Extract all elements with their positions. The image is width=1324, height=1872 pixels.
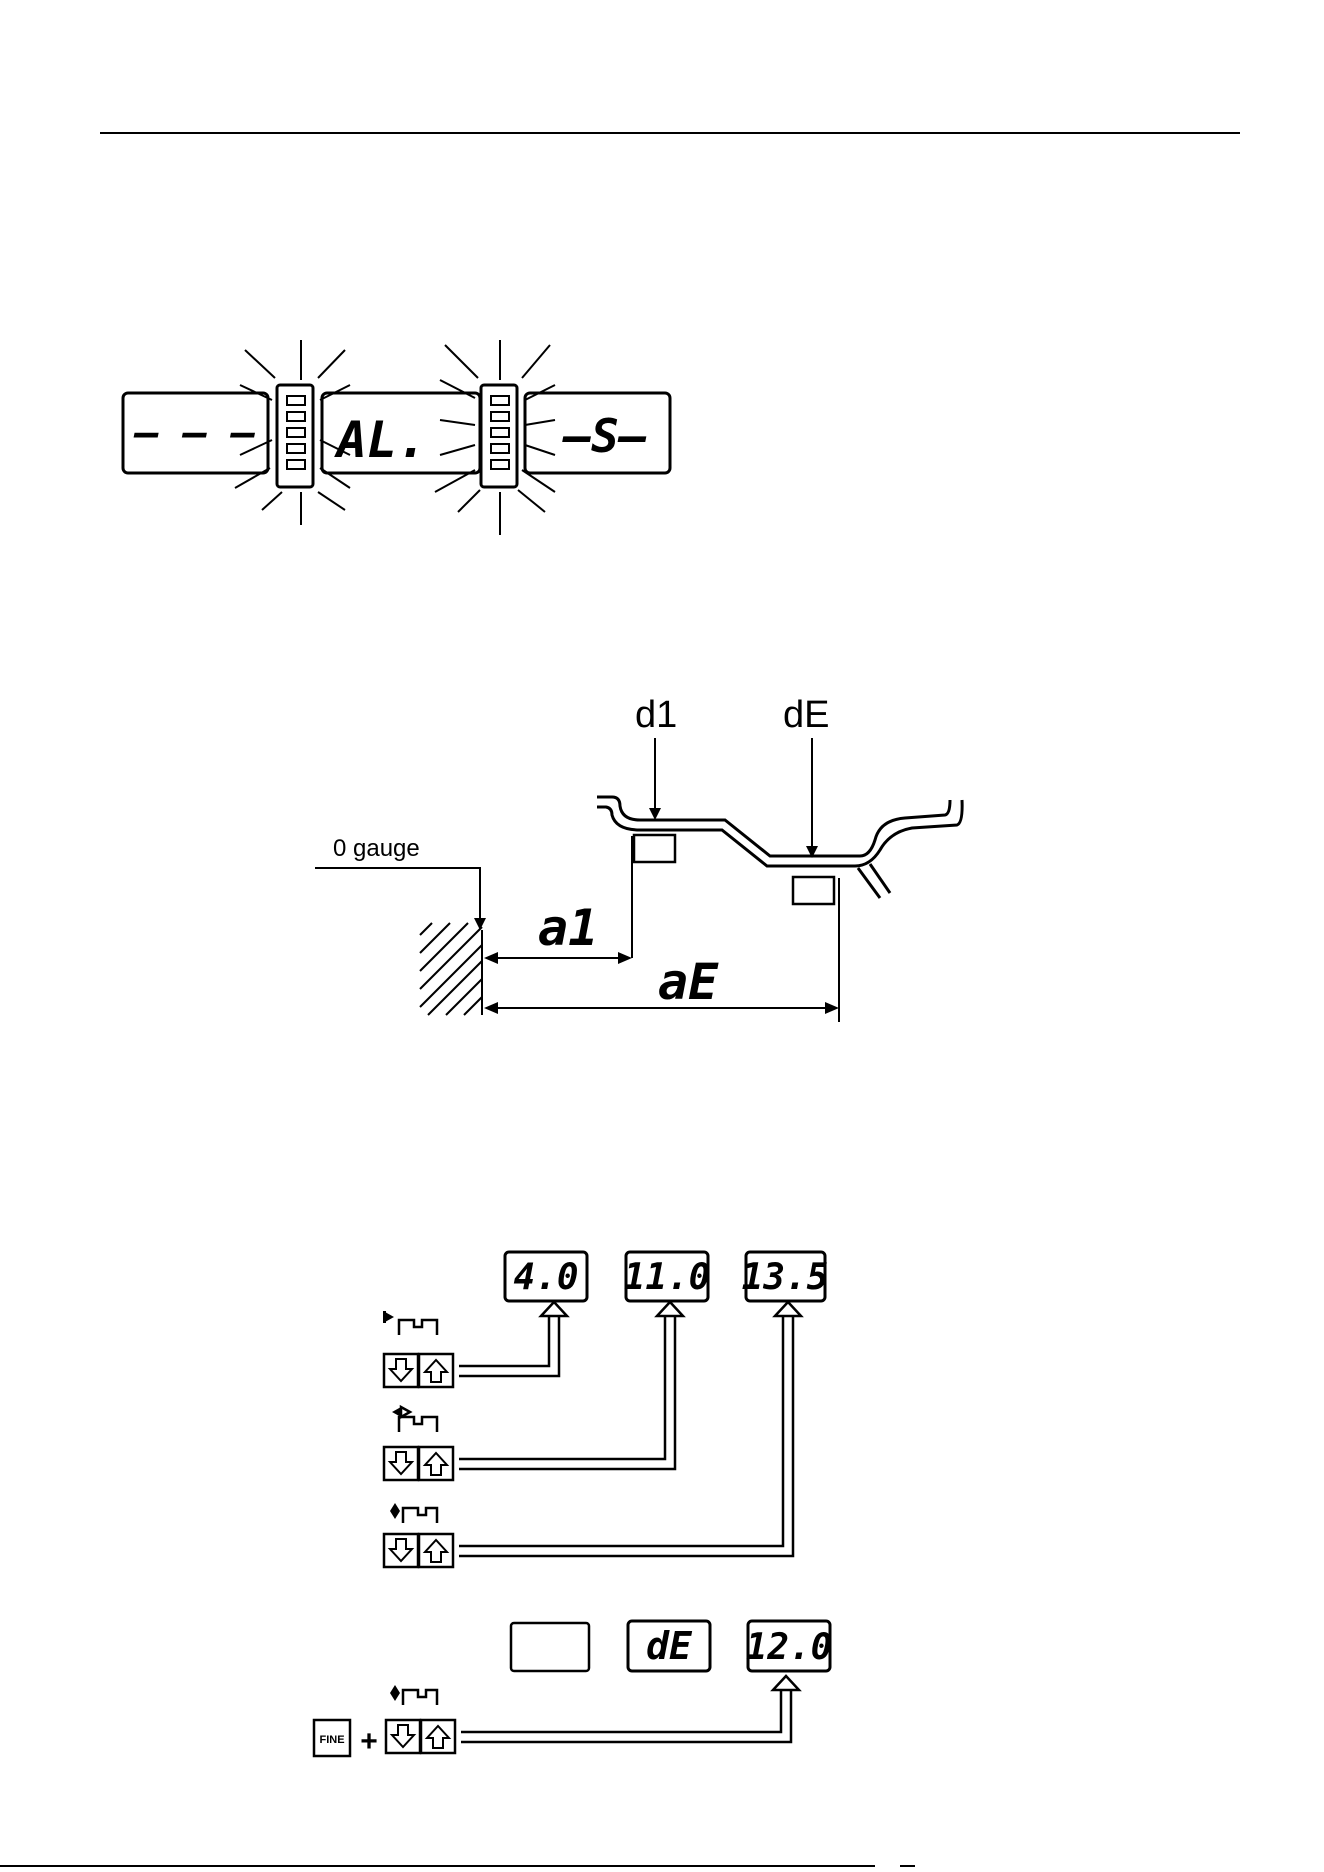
label-dE: dE <box>783 694 829 736</box>
display-3-text: 13.5 <box>742 1257 829 1298</box>
connector-diameter <box>459 1302 801 1556</box>
alarm-panel: – – – AL. <box>123 340 670 535</box>
alarm-center-text: AL. <box>334 411 427 469</box>
gauge-diameter-icon <box>390 1503 437 1523</box>
connector-distance <box>459 1302 567 1376</box>
display-5-text: dE <box>646 1624 693 1668</box>
a1-arrow-left <box>484 952 498 964</box>
gauge-diameter-icon <box>390 1685 437 1705</box>
arrow-d1 <box>649 808 661 820</box>
rim-profile <box>597 797 950 856</box>
gauge-width-icon <box>392 1407 437 1432</box>
gauge-distance-icon <box>383 1311 437 1335</box>
label-d1: d1 <box>635 694 677 736</box>
adjust-panel: 4.0 11.0 13.5 <box>314 1252 832 1758</box>
machine-wall <box>420 923 482 1015</box>
display-4 <box>511 1623 589 1671</box>
alarm-left-text: – – – <box>133 410 255 456</box>
plus-sign: + <box>360 1725 378 1758</box>
label-zero-gauge: 0 gauge <box>333 835 420 862</box>
label-a1: a1 <box>538 899 598 957</box>
label-aE: aE <box>658 953 719 1011</box>
width-keys <box>384 1447 453 1480</box>
distance-keys <box>384 1354 453 1387</box>
alarm-right-text: –S– <box>561 409 646 463</box>
connector-fine-diameter <box>461 1676 799 1742</box>
display-2-text: 11.0 <box>624 1257 711 1298</box>
led-column-left <box>277 385 313 487</box>
connector-width <box>459 1302 683 1469</box>
a1-arrow-right <box>618 952 632 964</box>
led-column-right <box>481 385 517 487</box>
weight-E <box>793 877 834 904</box>
display-6-text: 12.0 <box>746 1627 833 1668</box>
fine-button-label: FINE <box>319 1734 344 1746</box>
weight-1 <box>634 835 675 862</box>
rim-diagram: d1 dE 0 gauge <box>315 694 962 1022</box>
aE-arrow-left <box>484 1002 498 1014</box>
aE-arrow-right <box>825 1002 839 1014</box>
fine-diameter-keys <box>386 1720 455 1753</box>
diameter-keys <box>384 1534 453 1567</box>
display-1-text: 4.0 <box>513 1257 578 1298</box>
